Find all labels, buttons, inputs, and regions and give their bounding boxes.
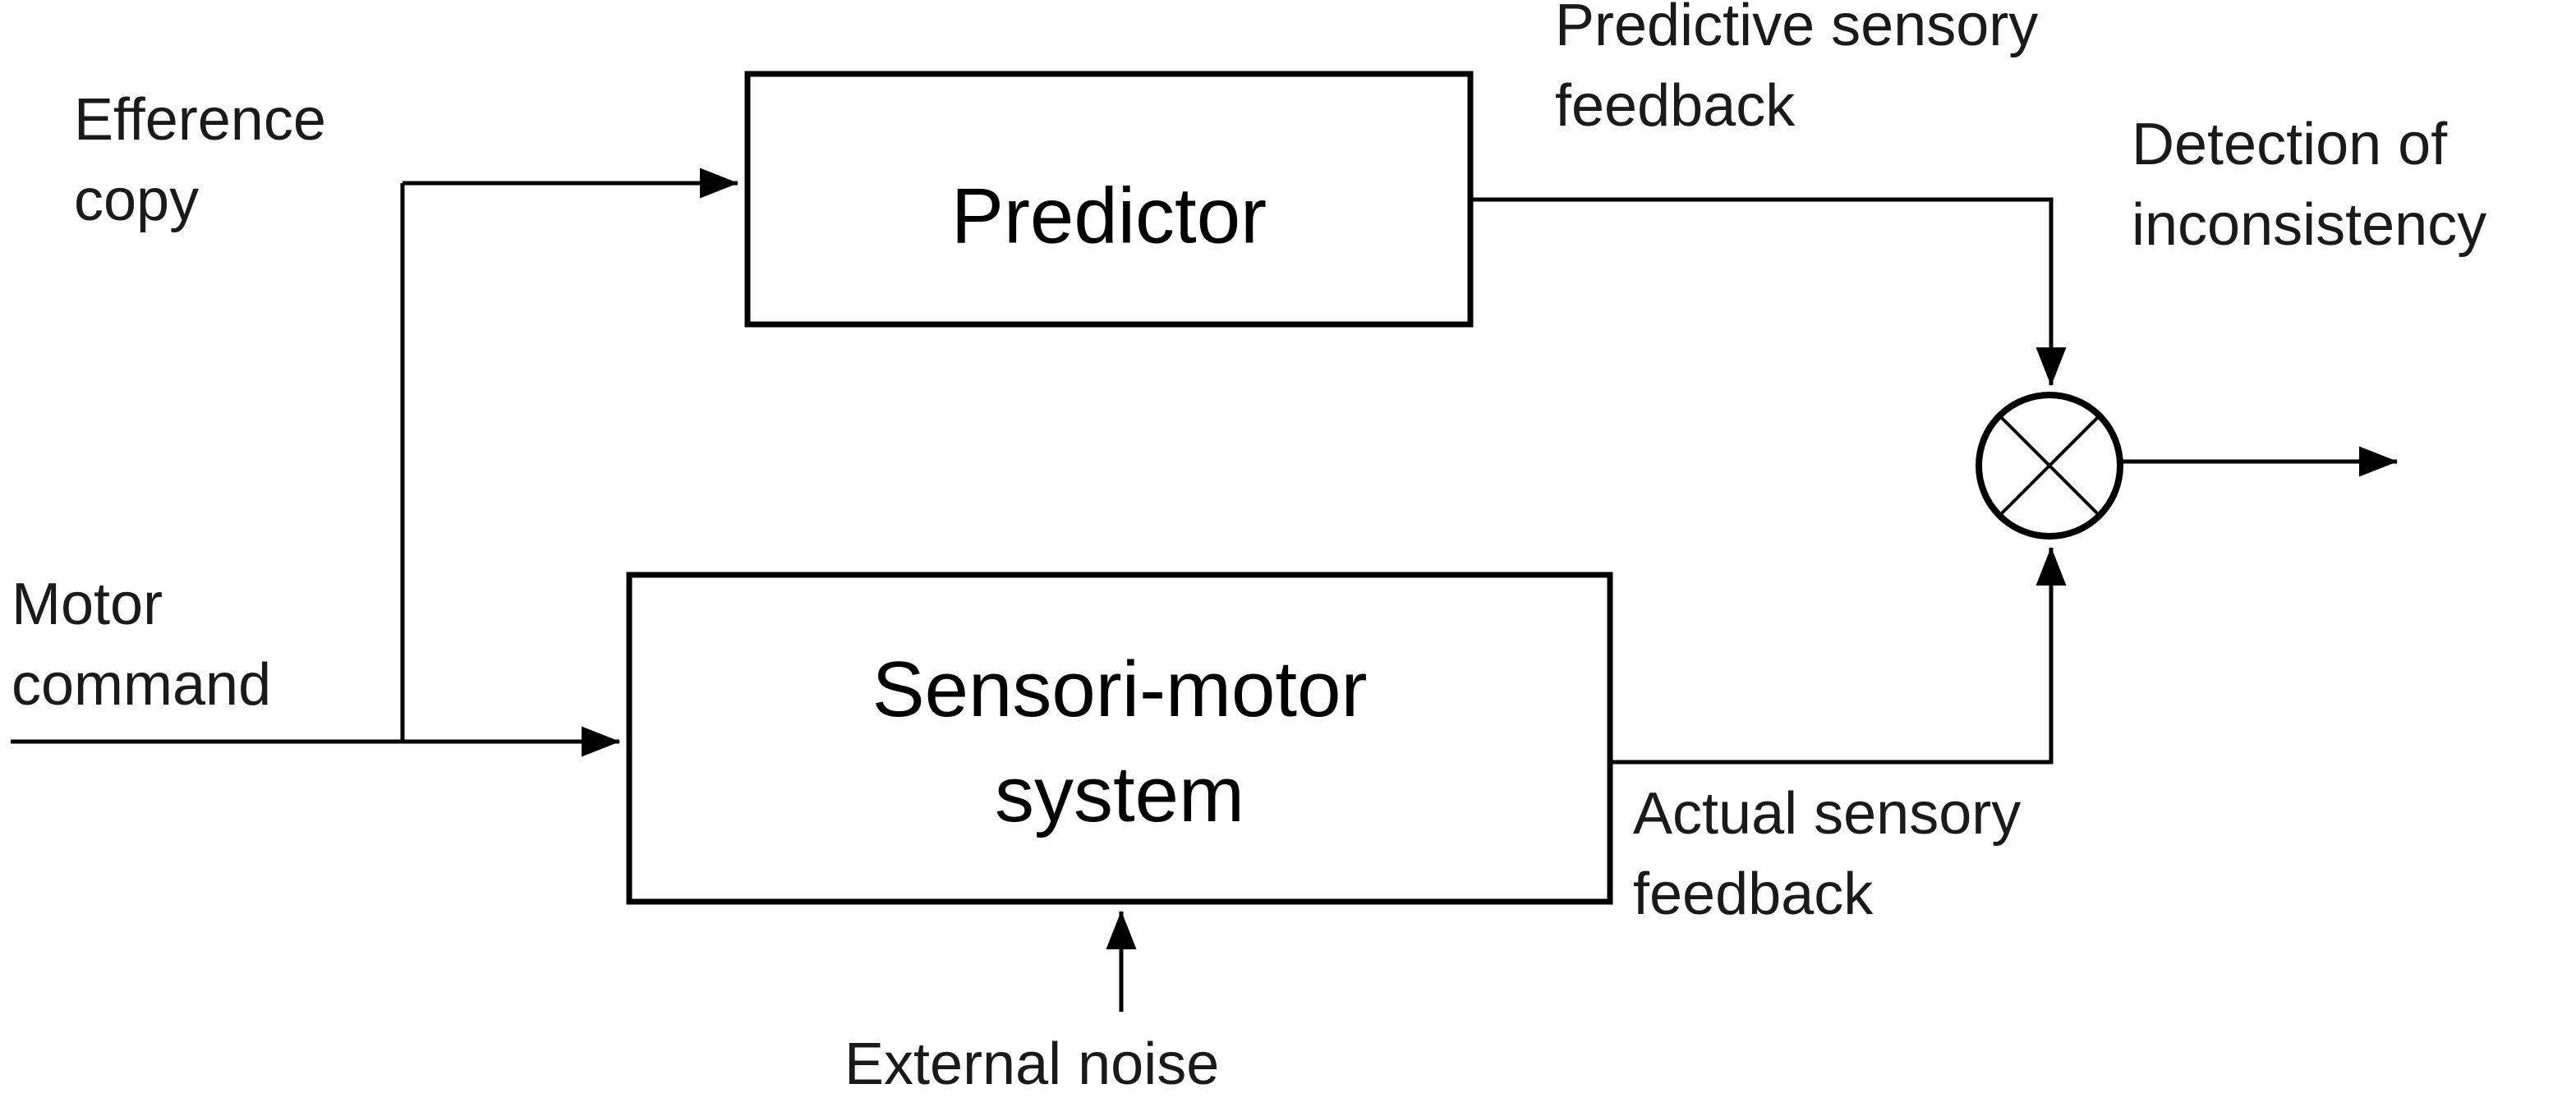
comparator-cross-line-2 [1998,414,2101,517]
sensori-motor-system-box[interactable] [626,572,1613,905]
efference-copy-label-line2: copy [74,168,199,233]
external-noise-label: External noise [844,1031,1219,1097]
motor-command-label-line1: Motor [12,572,163,637]
sensori-motor-system-label-line2: system [995,751,1244,838]
predictive-sensory-feedback-label-line2: feedback [1555,73,1796,139]
sensori-motor-system-label-line1: Sensori-motor [872,645,1368,733]
efference-copy-label-line1: Efference [74,87,326,153]
predictor-label: Predictor [951,172,1267,260]
comparator-junction[interactable] [1976,392,2123,540]
predictive-sensory-feedback-label-line1: Predictive sensory [1555,0,2038,58]
predictive-sensory-feedback-arrow [1470,197,2067,387]
actual-sensory-feedback-label-line2: feedback [1633,861,1874,927]
predictor-box[interactable] [744,71,1474,328]
detection-of-inconsistency-label-line1: Detection of [2132,112,2448,177]
actual-sensory-feedback-label-line1: Actual sensory [1633,781,2021,847]
actual-sensory-feedback-arrow [1610,546,2067,765]
detection-of-inconsistency-label-line2: inconsistency [2132,192,2486,258]
motor-command-label-line2: command [12,652,271,718]
